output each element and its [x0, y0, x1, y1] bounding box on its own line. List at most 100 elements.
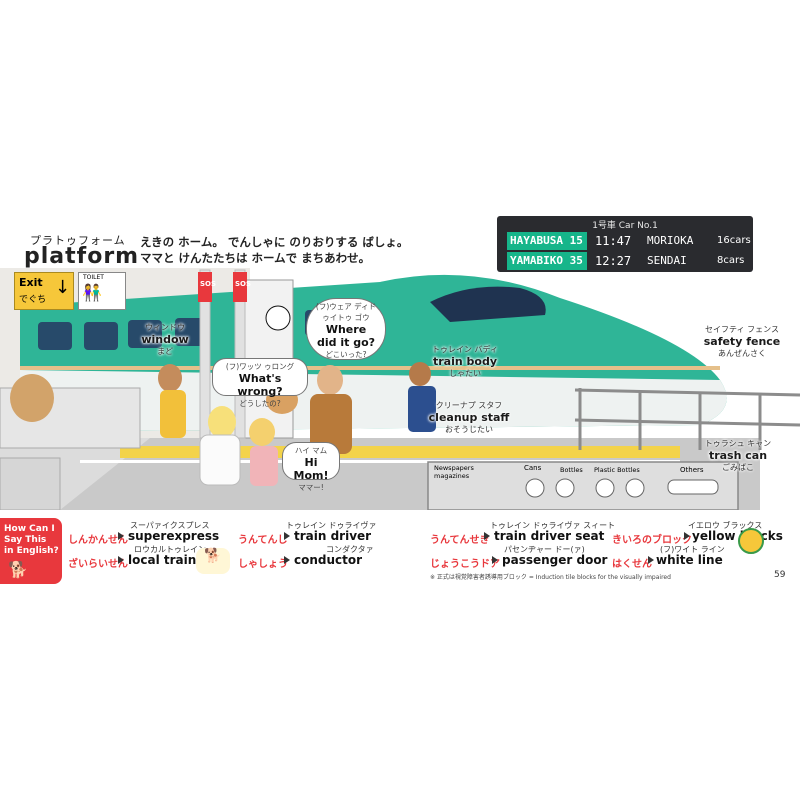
picture-book-page: プラトゥフォーム platform えきの ホーム。 でんしゃに のりおりする …: [0, 210, 800, 590]
arrow-right-icon: [684, 532, 690, 540]
label-en: cleanup staff: [428, 411, 510, 424]
bubble-kana: ハイ マム: [294, 446, 328, 455]
vocab-kana: (フ)ワイト ライン: [660, 545, 725, 554]
page-title: platform: [24, 244, 140, 269]
people-shapes: [10, 305, 436, 486]
toilet-sign-text: TOILET: [83, 274, 104, 281]
bubble-jp: ママー!: [298, 483, 324, 492]
vocab-tag-line-2: Say This: [4, 535, 47, 545]
bubble-kana: (フ)ワッツ ゥロング: [225, 362, 295, 371]
vocab-jp: ざいらいせん: [68, 559, 128, 570]
vocab-kana: パセンヂャー ドー(ァ): [504, 545, 585, 554]
vocab-en: train driver seat: [494, 529, 605, 543]
departure-time: 11:47: [595, 234, 632, 248]
car-count: 16cars: [717, 235, 751, 246]
safety-fence-shape: [574, 388, 800, 450]
trash-label-newspapers: Newspapers magazines: [434, 464, 474, 480]
vocab-item: パセンヂャー ドー(ァ) じょうこうドア passenger door: [430, 544, 610, 570]
vocab-tag: How Can I Say This in English? 🐕: [0, 518, 62, 584]
departure-time: 12:27: [595, 254, 632, 268]
label-kana: トゥラシュ キャン: [704, 439, 772, 448]
car-count: 8cars: [717, 255, 745, 266]
arrow-right-icon: [118, 556, 124, 564]
label-jp: まど: [157, 347, 173, 356]
vocab-kana: ロウカルトゥレイン: [134, 545, 206, 554]
label-kana: セイフティ フェンス: [705, 325, 779, 334]
arrow-right-icon: [492, 556, 498, 564]
trash-label-plastic-bottles: Plastic Bottles: [594, 466, 640, 474]
footnote: ※ 正式は視覚障害者誘導用ブロック = Induction tile block…: [430, 574, 671, 581]
label-train-body: トゥレイン バディ train body しゃたい: [420, 344, 510, 379]
toilet-icon: 👫: [82, 283, 102, 302]
destination: SENDAI: [647, 254, 687, 267]
intro-line-1: えきの ホーム。 でんしゃに のりおりする ばしょ。: [140, 235, 409, 249]
exit-sign-jp: でぐち: [19, 295, 47, 305]
bubble-en: Where: [325, 323, 367, 336]
trash-label-bottles: Bottles: [560, 466, 583, 474]
vocab-en: passenger door: [502, 553, 608, 567]
label-en: trash can: [708, 449, 768, 462]
label-jp: しゃたい: [449, 369, 481, 378]
title-kana: プラトゥフォーム: [30, 234, 126, 247]
exit-sign-text: Exit: [19, 276, 43, 289]
vocab-item: トゥレイン ドゥライヴァ うんてんし train driver: [238, 520, 428, 546]
vocab-item: スーパァイクスプレス しんかんせん superexpress: [68, 520, 228, 546]
vocab-jp: きいろのブロック: [612, 535, 692, 546]
speech-bubble-whats-wrong: (フ)ワッツ ゥロング What's wrong? どうしたの?: [212, 358, 308, 408]
label-en: window: [141, 333, 189, 346]
train-name: YAMABIKO 35: [507, 252, 587, 270]
vocab-en: white line: [656, 553, 723, 567]
vocab-en: local train: [128, 553, 197, 567]
train-name: HAYABUSA 15: [507, 232, 587, 250]
vocab-jp: はくせん: [612, 559, 652, 570]
label-jp: ごみばこ: [722, 463, 754, 472]
vocab-tag-line-1: How Can I: [4, 524, 55, 534]
label-trash-can: トゥラシュ キャン trash can ごみばこ: [696, 438, 780, 473]
vocab-jp: しんかんせん: [68, 535, 128, 546]
vocab-item: コンダクタァ しゃしょう conductor: [238, 544, 428, 570]
sos-sign-right: SOS: [235, 280, 252, 288]
vocab-jp: じょうこうドア: [430, 559, 500, 570]
arrow-right-icon: [118, 532, 124, 540]
dog-icon: 🐕: [8, 560, 28, 579]
board-row: HAYABUSA 15 11:47 MORIOKA 16cars: [507, 232, 751, 250]
vocab-item: トゥレイン ドゥライヴァ スィート うんてんせき train driver se…: [430, 520, 615, 546]
vocab-item: (フ)ワイト ライン はくせん white line: [612, 544, 762, 570]
board-row: YAMABIKO 35 12:27 SENDAI 8cars: [507, 252, 747, 270]
trash-label-others: Others: [680, 466, 704, 474]
label-kana: クリーナプ スタフ: [435, 401, 503, 410]
board-header: 1号車 Car No.1: [592, 221, 658, 231]
label-window: ウィンドウ window まど: [130, 322, 200, 357]
vocab-kana: トゥレイン ドゥライヴァ スィート: [490, 521, 616, 530]
vocab-kana: イエロウ ブラックス: [688, 521, 763, 530]
label-jp: おそうじたい: [445, 425, 493, 434]
label-safety-fence: セイフティ フェンス safety fence あんぜんさく: [690, 324, 794, 359]
bubble-en: did it go?: [316, 336, 376, 349]
label-jp: あんぜんさく: [718, 349, 766, 358]
label-kana: ウィンドウ: [145, 323, 185, 332]
intro-line-2: ママと けんたたちは ホームで まちあわせ。: [140, 251, 371, 265]
label-en: train body: [432, 355, 497, 368]
dog-icon: 🐕: [196, 548, 230, 574]
vocab-tag-line-3: in English?: [4, 546, 59, 556]
destination: MORIOKA: [647, 234, 694, 247]
bubble-en: What's wrong?: [237, 372, 283, 398]
trash-label-cans: Cans: [524, 464, 542, 472]
speech-bubble-where: (フ)ウェア ディドゥイトゥ ゴウ Where did it go? どこいった…: [306, 298, 386, 360]
vocab-jp: うんてんせき: [430, 535, 490, 546]
sos-sign-left: SOS: [200, 280, 217, 288]
bubble-kana: (フ)ウェア ディドゥイトゥ ゴウ: [315, 302, 377, 322]
arrow-right-icon: [284, 556, 290, 564]
vocab-kana: コンダクタァ: [326, 545, 374, 554]
vocab-jp: しゃしょう: [238, 559, 288, 570]
vocab-en: conductor: [294, 553, 363, 567]
arrow-right-icon: [284, 532, 290, 540]
arrow-right-icon: [648, 556, 654, 564]
page-number: 59: [774, 570, 786, 580]
bubble-en: Hi Mom!: [293, 456, 329, 482]
arrow-right-icon: [484, 532, 490, 540]
departure-board: 1号車 Car No.1 HAYABUSA 15 11:47 MORIOKA 1…: [497, 216, 753, 272]
vocab-en: train driver: [294, 529, 372, 543]
exit-sign: Exit でぐち ↓: [14, 272, 74, 310]
label-en: safety fence: [703, 335, 781, 348]
